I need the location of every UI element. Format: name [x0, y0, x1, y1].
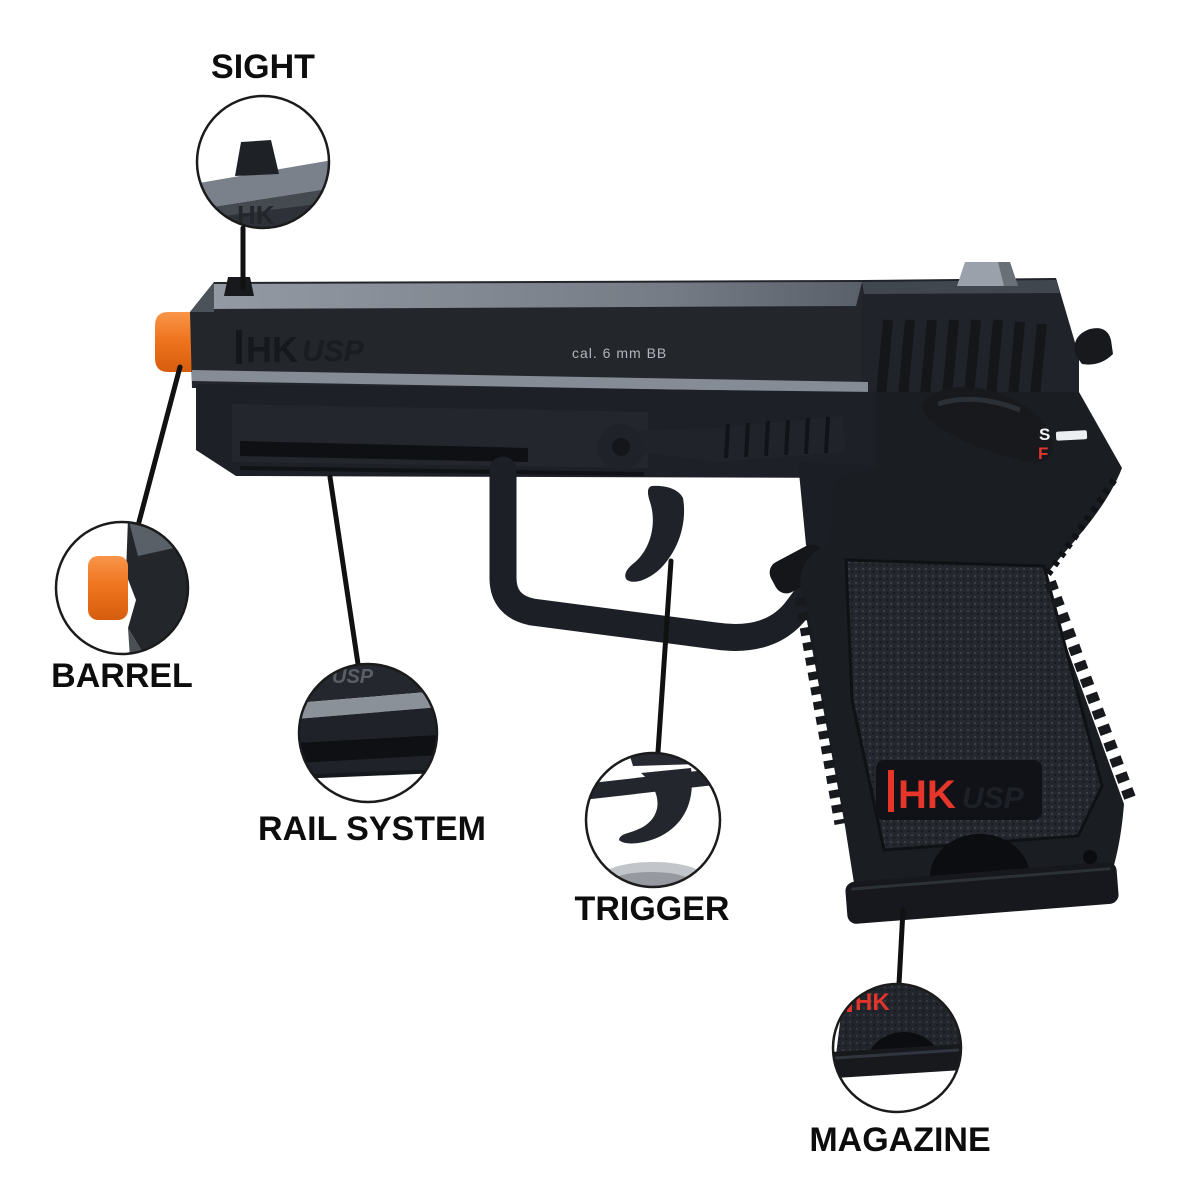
grip-logo-recess: HK USP — [876, 760, 1042, 820]
trigger — [625, 485, 685, 582]
callout-rail: USP — [297, 662, 439, 804]
callout-circle-barrel — [54, 520, 190, 656]
callout-line-barrel — [136, 364, 183, 525]
inset-magazine-logo-text: HK — [855, 989, 890, 1016]
slide-serrations — [876, 319, 1047, 397]
callout-label-rail: RAIL SYSTEM — [258, 810, 486, 848]
barrel-tip — [155, 312, 196, 372]
callout-trigger — [584, 751, 722, 889]
rear-sight-shade — [998, 262, 1018, 286]
callout-circle-trigger — [584, 751, 722, 889]
grip-model-text: USP — [962, 782, 1025, 815]
callout-barrel — [54, 520, 190, 656]
inset-rail-model-text: USP — [332, 666, 374, 688]
trigger-guard — [489, 456, 848, 651]
pistol-illustration: HK USP cal. 6 mm BB — [155, 262, 1136, 924]
callout-line-magazine — [896, 907, 906, 987]
callout-line-rail — [327, 474, 361, 667]
hammer — [1074, 328, 1113, 365]
callout-circle-magazine — [831, 982, 963, 1114]
slide-hk-logo: HK — [236, 329, 298, 370]
callout-circle-rail — [297, 662, 439, 804]
grip-logo-text: HK — [898, 773, 956, 817]
safety-fire-mark: F — [1038, 444, 1048, 463]
callout-lines — [136, 225, 906, 987]
callout-line-trigger — [655, 558, 674, 755]
safety-lever: S F — [921, 386, 1088, 463]
slide-front-bevel — [190, 282, 214, 312]
front-sight — [224, 277, 254, 296]
back-strap-serrations — [1044, 579, 1136, 801]
safety-indicator-bar — [1055, 430, 1088, 441]
thumb-web-serrations — [1045, 478, 1117, 577]
slide-release — [598, 416, 846, 470]
inset-sight-logo-text: HK — [237, 200, 275, 230]
callout-label-trigger: TRIGGER — [574, 890, 730, 928]
slide-model-text: USP — [302, 335, 365, 368]
slide-frame-seam — [192, 370, 868, 393]
slide-caliber-text: cal. 6 mm BB — [572, 345, 667, 361]
callout-label-barrel: BARREL — [51, 657, 193, 695]
slide-logo-text: HK — [246, 329, 298, 370]
callout-circle-sight — [195, 94, 331, 230]
callout-label-sight: SIGHT — [211, 48, 315, 86]
magazine-baseplate — [845, 861, 1119, 924]
rail-slot — [240, 441, 528, 462]
callout-sight: HK — [195, 94, 331, 230]
rail-groove — [239, 466, 645, 476]
callout-magazine: HK — [831, 982, 963, 1114]
callout-label-magazine: MAGAZINE — [809, 1121, 991, 1159]
grip-pin — [1083, 850, 1097, 864]
safety-safe-mark: S — [1039, 425, 1050, 444]
slide-top-surface — [208, 282, 862, 309]
